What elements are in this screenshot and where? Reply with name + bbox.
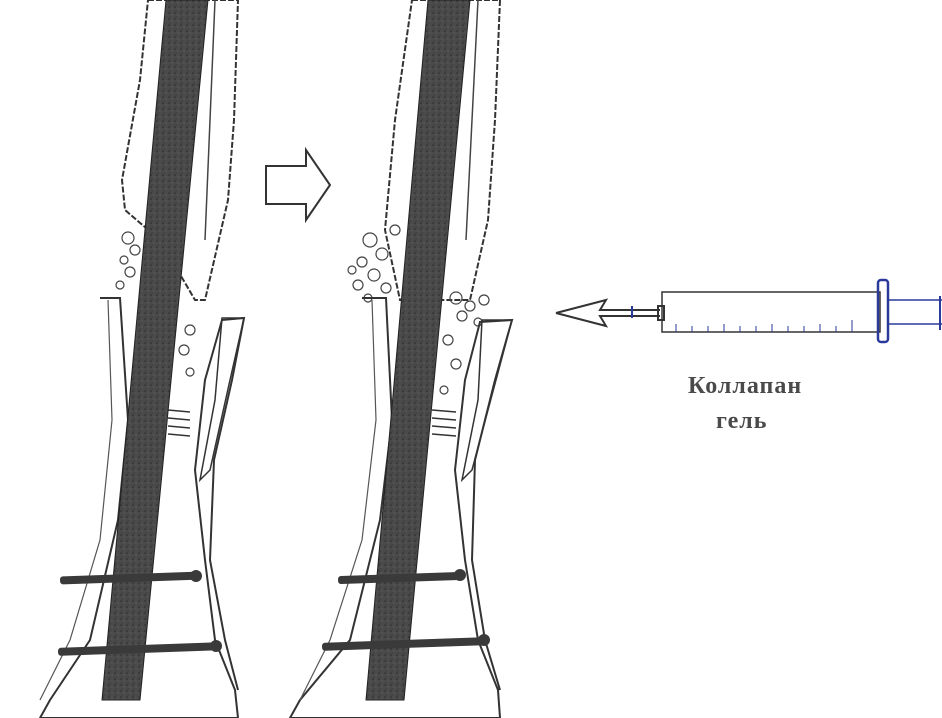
label-line-2: гель [716,408,767,434]
middle-screw-head-upper [454,569,466,581]
left-bone-screw-segment [168,410,190,436]
middle-upper-cortex [466,0,478,240]
left-screw-head-lower [210,640,222,652]
middle-lower-inner-line [300,300,376,700]
middle-bone-group [290,0,512,718]
left-upper-cortex [205,0,215,240]
label-line-1: Коллапан [688,373,802,399]
middle-bone-screw-segment [432,410,456,436]
syringe-graduations [676,320,852,332]
left-screw-head-upper [190,570,202,582]
syringe-icon [556,280,942,342]
left-bone-group [40,0,244,718]
syringe-barrel [662,292,880,332]
syringe-plunger [888,300,942,324]
middle-intramedullary-rod [366,0,470,700]
left-pointing-arrow-icon [556,300,660,326]
left-intramedullary-rod [102,0,208,700]
hollow-right-arrow-icon [266,150,330,220]
left-lower-inner-line [40,300,112,700]
left-bone-sliver [200,318,244,480]
middle-screw-head-lower [478,634,490,646]
